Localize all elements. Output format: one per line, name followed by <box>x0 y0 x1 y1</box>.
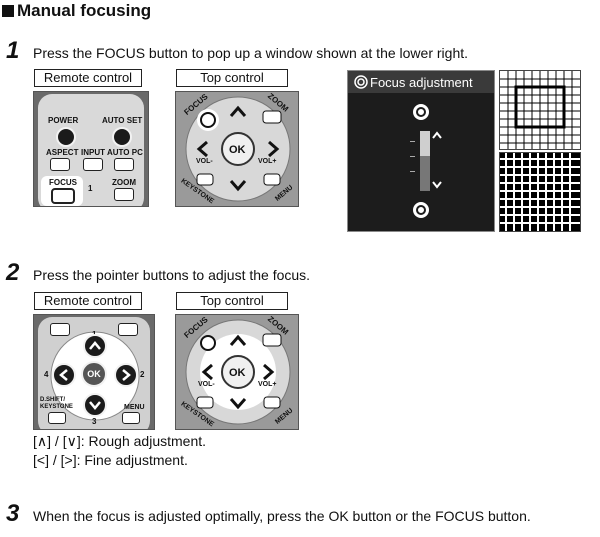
aspect-button[interactable] <box>50 158 70 171</box>
caption-remote-control: Remote control <box>34 69 142 87</box>
step-number: 2 <box>6 259 20 286</box>
power-button[interactable] <box>56 127 76 147</box>
num1-label: 1 <box>88 184 93 193</box>
chevron-down-icon <box>432 181 442 189</box>
ok-button[interactable]: OK <box>81 361 107 387</box>
vol-plus-label: VOL+ <box>258 158 277 165</box>
focus-level-bar <box>420 131 430 191</box>
focus-adjustment-window: Focus adjustment <box>347 70 495 232</box>
input-label: INPUT <box>81 148 105 157</box>
focus-icon <box>413 104 429 120</box>
focus-button[interactable] <box>51 188 75 204</box>
sharp-grid-pattern-image <box>499 70 581 150</box>
input-button[interactable] <box>83 158 103 171</box>
note-rough-adjustment: [∧] / [∨]: Rough adjustment. <box>33 433 207 449</box>
right-button[interactable] <box>114 363 138 387</box>
vol-minus-label: VOL- <box>196 158 213 165</box>
step-number: 3 <box>6 500 20 527</box>
top-control-pointer-image: FOCUS ZOOM OK VOL- VOL+ KEYSTONE MENU <box>175 314 299 430</box>
square-bullet-icon <box>2 5 14 17</box>
power-label: POWER <box>48 116 79 125</box>
menu-label: MENU <box>124 404 145 411</box>
autoset-label: AUTO SET <box>102 116 143 125</box>
autoset-button[interactable] <box>112 127 132 147</box>
num4-label: 4 <box>44 370 49 379</box>
caption-top-control: Top control <box>176 292 288 310</box>
num2-label: 2 <box>140 370 145 379</box>
chevron-up-icon <box>432 131 442 139</box>
step-number: 1 <box>6 37 20 64</box>
aspect-label: ASPECT <box>46 148 79 157</box>
remote-control-pointer-image: 1 2 3 4 OK D.SHIFT/ KEYSTONE MENU <box>33 314 155 430</box>
top-control-image: FOCUS ZOOM OK VOL- VOL+ KEYSTONE MENU <box>175 91 299 207</box>
keystone-button[interactable] <box>48 412 66 424</box>
ok-label: OK <box>229 144 246 156</box>
focus-icon <box>413 202 429 218</box>
section-title: Manual focusing <box>2 1 151 21</box>
vol-plus-label: VOL+ <box>258 381 277 388</box>
caption-remote-control: Remote control <box>34 292 142 310</box>
zoom-button[interactable] <box>114 188 134 201</box>
zoom-label: ZOOM <box>112 178 136 187</box>
step-text: When the focus is adjusted optimally, pr… <box>33 508 531 524</box>
osd-title: Focus adjustment <box>370 75 473 90</box>
caption-top-control: Top control <box>176 69 288 87</box>
remote-control-image: POWER AUTO SET ASPECT INPUT AUTO PC FOCU… <box>33 91 149 207</box>
left-button[interactable] <box>52 363 76 387</box>
focus-icon <box>354 75 368 89</box>
autopc-button[interactable] <box>114 158 134 171</box>
section-title-text: Manual focusing <box>17 1 152 20</box>
step-text: Press the pointer buttons to adjust the … <box>33 267 311 283</box>
num3-label: 3 <box>92 417 97 426</box>
note-fine-adjustment: [<] / [>]: Fine adjustment. <box>33 452 188 468</box>
dshift-label: D.SHIFT/ <box>40 397 65 403</box>
focus-label: FOCUS <box>49 178 77 187</box>
autopc-label: AUTO PC <box>107 148 143 157</box>
down-button[interactable] <box>83 393 107 417</box>
step-text: Press the FOCUS button to pop up a windo… <box>33 45 469 61</box>
ok-label: OK <box>229 367 246 379</box>
menu-button[interactable] <box>122 412 140 424</box>
vol-minus-label: VOL- <box>198 381 215 388</box>
keystone-label: KEYSTONE <box>40 404 73 410</box>
blurred-grid-pattern-image <box>499 152 581 232</box>
ok-label: OK <box>87 369 101 379</box>
up-button[interactable] <box>83 334 107 358</box>
